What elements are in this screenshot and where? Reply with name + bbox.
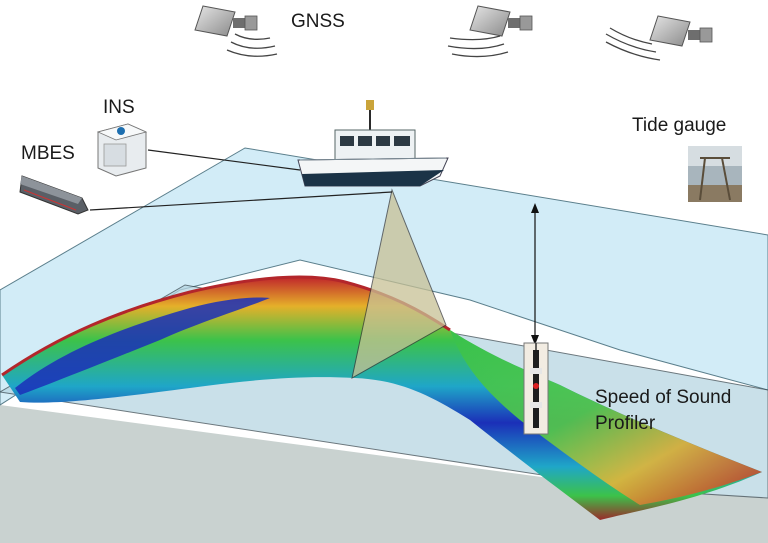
satellite-icon <box>194 5 278 57</box>
seabed-plane <box>0 405 768 543</box>
ins-cable <box>147 149 301 171</box>
sound-profiler-icon <box>523 342 549 435</box>
gnss-label: GNSS <box>291 11 345 32</box>
ins-label: INS <box>103 97 135 118</box>
mbes-label: MBES <box>21 143 75 164</box>
sound-profiler-label-line2: Profiler <box>595 413 656 434</box>
mbes-cable <box>89 191 393 211</box>
sound-profiler-label: Speed of Sound Profiler <box>595 385 731 437</box>
water-depth-arrow <box>531 203 539 345</box>
deep-channel <box>15 297 270 395</box>
boat-icon <box>297 100 449 187</box>
tide-gauge-photo <box>688 146 742 202</box>
ins-unit-icon <box>96 123 148 177</box>
satellite-icon <box>447 5 533 58</box>
satellite-icon <box>605 15 713 61</box>
sonar-swath <box>351 188 447 379</box>
sound-profiler-label-line1: Speed of Sound <box>595 387 732 408</box>
bathymetry-surface <box>2 277 762 520</box>
mbes-transducer-icon <box>19 175 89 215</box>
tide-gauge-label: Tide gauge <box>632 115 727 136</box>
